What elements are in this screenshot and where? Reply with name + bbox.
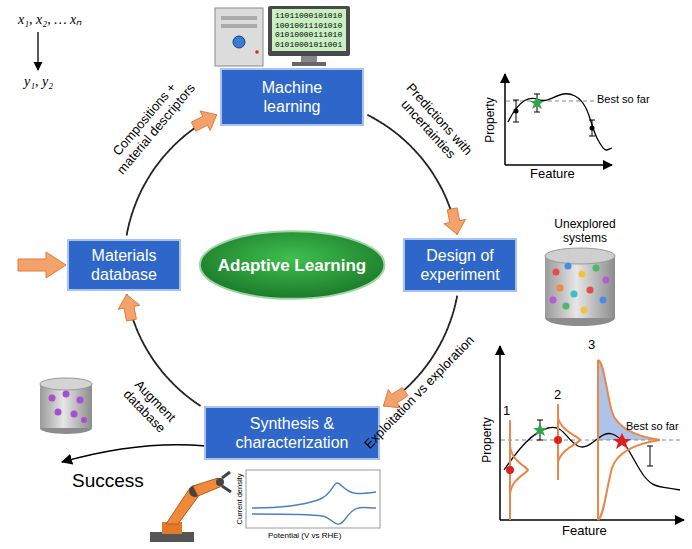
arrow-head: [191, 111, 216, 131]
annotation: y₁, y₂: [24, 74, 53, 90]
callout-number: 3: [588, 338, 595, 353]
annotation: Property: [481, 417, 495, 462]
center-ellipse: Adaptive Learning: [198, 229, 386, 301]
process-box: Synthesis & characterization: [204, 406, 380, 460]
process-box: Materials database: [67, 239, 181, 291]
annotation: Best so far: [597, 93, 650, 106]
node-text: Adaptive Learning: [218, 256, 366, 275]
binary-text: 11011000101010: [275, 11, 342, 20]
node-text: Synthesis & characterization: [217, 414, 367, 452]
annotation: Feature: [530, 167, 575, 182]
annotation: Best so far: [626, 420, 679, 433]
callout-number: 2: [554, 388, 561, 403]
edge-label: Compositions + material descriptors: [96, 64, 204, 184]
binary-text: 01010000111010: [275, 30, 342, 39]
edge-label: Predictions with uncertainties: [385, 72, 482, 175]
annotation: Current density: [236, 474, 245, 525]
annotation: Success: [72, 470, 144, 492]
edge-label: Exploitation vs exploration: [348, 318, 491, 465]
process-box: Machine learning: [220, 68, 364, 126]
binary-text: 10010011101010: [275, 21, 342, 30]
annotation: Potential (V vs RHE): [268, 531, 341, 540]
annotation: Property: [484, 97, 498, 142]
node-text: Design of experiment: [412, 246, 508, 284]
arrow-head: [118, 295, 140, 322]
node-text: Materials database: [76, 246, 172, 284]
callout-number: 1: [503, 404, 510, 419]
node-text: Machine learning: [237, 78, 347, 116]
arrow-head: [444, 208, 466, 235]
annotation: x₁, x₂, … xₙ: [18, 12, 82, 28]
binary-text: 01010001011001: [275, 40, 342, 49]
annotation: Feature: [562, 524, 607, 539]
annotation: Unexplored systems: [540, 218, 630, 246]
edge-label: Augment database: [115, 370, 185, 441]
process-box: Design of experiment: [403, 238, 517, 292]
